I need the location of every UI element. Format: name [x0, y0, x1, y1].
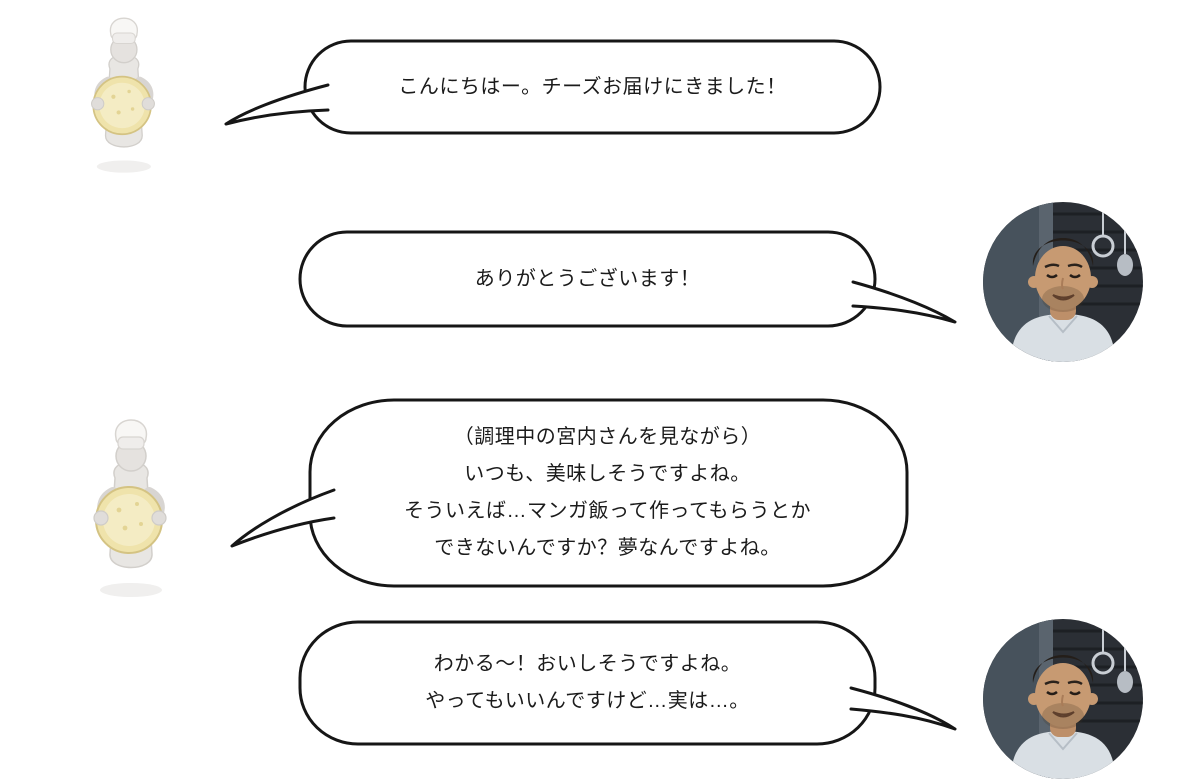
- speech-bubble-text: ありがとうございます！: [300, 232, 875, 326]
- speech-bubble-tail: [224, 83, 330, 126]
- speech-line: できないんですか？夢なんですよね。: [434, 537, 781, 559]
- speech-line: そういえば…マンガ飯って作ってもらうとか: [404, 500, 811, 522]
- speech-bubble-tail: [230, 488, 336, 548]
- speech-bubble-text: （調理中の宮内さんを見ながら） いつも、美味しそうですよね。 そういえば…マンガ…: [310, 402, 905, 584]
- speech-bubble: [224, 39, 882, 135]
- speech-line: こんにちはー。チーズお届けにきました！: [398, 75, 787, 98]
- man-photo-avatar: [983, 619, 1143, 779]
- speech-bubble: [298, 620, 957, 746]
- speech-bubble-text: こんにちはー。チーズお届けにきました！: [305, 41, 880, 133]
- man-photo-avatar: [983, 202, 1143, 362]
- speech-line: やってもいいんですけど…実は…。: [425, 690, 750, 712]
- speech-line: （調理中の宮内さんを見ながら）: [453, 426, 762, 448]
- speech-bubble-tail: [851, 280, 957, 324]
- speech-bubble-tail: [849, 686, 957, 731]
- speech-bubble: [230, 398, 909, 588]
- speech-bubble-text: わかる〜！おいしそうですよね。 やってもいいんですけど…実は…。: [300, 622, 875, 744]
- speech-line: いつも、美味しそうですよね。: [464, 463, 751, 485]
- speech-line: わかる〜！おいしそうですよね。: [433, 653, 742, 675]
- speech-line: ありがとうございます！: [474, 267, 701, 290]
- speech-bubble: [298, 230, 957, 328]
- cheese-chef-figurine-avatar: [75, 4, 171, 179]
- cheese-chef-figurine-avatar: [75, 404, 185, 604]
